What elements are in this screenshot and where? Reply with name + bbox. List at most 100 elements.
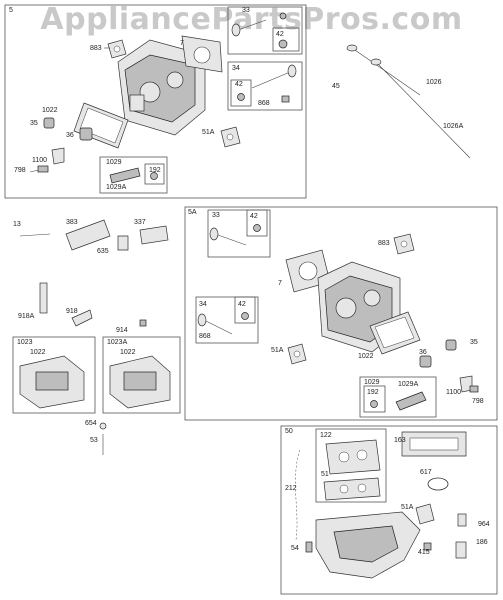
label-415: 415	[418, 549, 430, 556]
label-35-5a: 35	[470, 339, 478, 346]
label-54: 54	[291, 545, 299, 552]
label-1029-5a: 1029	[364, 379, 380, 386]
watermark: AppliancePartsPros.com	[40, 2, 463, 37]
label-1100: 1100	[32, 157, 47, 164]
oil-plug[interactable]	[99, 422, 107, 455]
exhaust-valve-5a[interactable]	[197, 312, 249, 335]
valve-kit-34-5a-box	[195, 296, 259, 344]
label-383: 383	[66, 219, 78, 226]
label-1026a: 1026A	[443, 123, 464, 130]
plug-415[interactable]	[423, 542, 432, 551]
exhaust-gasket-5a[interactable]	[393, 233, 415, 255]
label-1022b: 1022	[120, 349, 136, 356]
group-5-frame	[4, 4, 307, 199]
rocker-cover-gasket[interactable]	[73, 102, 129, 149]
label-51a: 51A	[202, 129, 215, 136]
valve-kit-42-5a-box	[246, 209, 268, 237]
elbow-fitting-964[interactable]	[457, 513, 467, 527]
manifold-gasket-51a[interactable]	[415, 503, 435, 525]
label-33: 33	[242, 7, 250, 14]
label-36: 36	[66, 132, 74, 139]
pushrods-group: 45 1026 1026A	[332, 44, 471, 159]
hose-186[interactable]	[455, 541, 467, 559]
label-654: 654	[85, 420, 97, 427]
group-5a: 5A	[184, 206, 498, 421]
o-ring[interactable]	[427, 477, 449, 491]
stud-54[interactable]	[305, 541, 313, 553]
intake-valve-5a[interactable]	[209, 224, 261, 246]
rocker-cover-gasket-5a[interactable]	[369, 311, 421, 355]
exhaust-gasket[interactable]	[107, 39, 127, 59]
label-53: 53	[90, 437, 98, 444]
rocker-arm-5a[interactable]	[370, 391, 427, 411]
group-5: 5	[4, 4, 307, 199]
screw[interactable]	[139, 319, 147, 327]
valve-spring[interactable]	[43, 117, 93, 141]
label-1022: 1022	[42, 107, 58, 114]
intake-manifold-gasket[interactable]	[323, 439, 381, 501]
label-186: 186	[476, 539, 488, 546]
group-50-frame	[280, 425, 498, 595]
valve-kit-42b-5a-box	[234, 296, 256, 324]
spark-plug[interactable]	[139, 225, 169, 245]
valve-spring-5a[interactable]	[419, 339, 457, 368]
bolt[interactable]	[19, 233, 51, 237]
label-192: 192	[149, 167, 161, 174]
label-1023: 1023	[17, 339, 33, 346]
breather-tube-5a[interactable]	[459, 375, 479, 393]
exhaust-valve[interactable]	[251, 64, 297, 89]
valve-retainer[interactable]	[237, 93, 245, 101]
label-34-5a: 34	[199, 301, 207, 308]
label-35: 35	[30, 120, 38, 127]
label-798: 798	[14, 167, 26, 174]
group-5a-id: 5A	[188, 209, 197, 216]
intake-gasket-5a[interactable]	[287, 343, 307, 365]
label-918: 918	[66, 308, 78, 315]
label-617: 617	[420, 469, 432, 476]
valve-kit-34-box	[227, 61, 303, 111]
pushrod[interactable]	[346, 44, 471, 159]
head-gasket[interactable]	[181, 35, 223, 73]
group-5-id: 5	[9, 7, 13, 14]
misc-group: 13 383 337 635 918A 918 914 1023 1022 10…	[12, 219, 181, 455]
breather-tube[interactable]	[29, 147, 65, 173]
intake-manifold[interactable]	[315, 511, 421, 579]
elbow-fitting[interactable]	[117, 235, 129, 251]
label-42b-5a: 42	[238, 301, 246, 308]
fuel-line[interactable]	[295, 449, 301, 541]
rocker-arm-1029-5a-box	[359, 376, 437, 418]
label-1022-5a: 1022	[358, 353, 374, 360]
label-13: 13	[13, 221, 21, 228]
intake-valve[interactable]	[231, 19, 267, 37]
group-5a-frame	[184, 206, 498, 421]
air-cleaner-base-gasket[interactable]	[401, 431, 467, 457]
label-1023a: 1023A	[107, 339, 128, 346]
label-42a: 42	[276, 31, 284, 38]
label-1029: 1029	[106, 159, 122, 166]
rocker-arm-1029-box	[99, 156, 168, 194]
intake-kit-122-box	[315, 428, 387, 503]
label-868: 868	[258, 100, 270, 107]
breather-pipe[interactable]	[39, 282, 93, 327]
label-1029a: 1029A	[106, 184, 127, 191]
rocker-arm[interactable]	[109, 167, 158, 184]
valve-seal[interactable]	[278, 12, 288, 49]
valve-kit-33-box	[227, 6, 303, 55]
cylinder-head[interactable]	[117, 39, 206, 136]
label-42b: 42	[235, 81, 243, 88]
label-45: 45	[332, 83, 340, 90]
valve-kit-33-5a-box	[207, 209, 271, 258]
label-51a-5a: 51A	[271, 347, 284, 354]
valve-cover-1023-box	[12, 336, 96, 414]
rocker-arm-192-5a-box	[363, 385, 386, 413]
valve-keeper[interactable]	[281, 95, 290, 103]
valve-cover[interactable]	[19, 355, 171, 409]
heat-shield[interactable]	[65, 219, 111, 251]
label-212: 212	[285, 485, 297, 492]
label-192-5a: 192	[367, 389, 379, 396]
label-635: 635	[97, 248, 109, 255]
label-918a: 918A	[18, 313, 35, 320]
intake-gasket[interactable]	[220, 126, 241, 148]
label-883: 883	[90, 45, 102, 52]
